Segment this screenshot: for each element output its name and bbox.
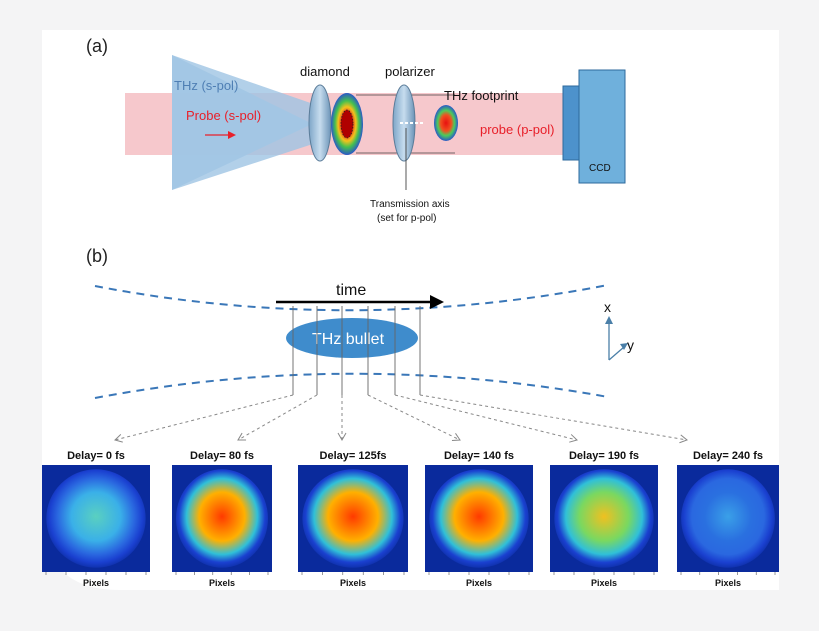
diamond-pattern-core (340, 109, 354, 139)
delay-arrow-head (114, 434, 123, 443)
frame-xlabel: Pixels (83, 578, 109, 588)
probe-arrow-head (228, 131, 236, 139)
axis-y-arrow (608, 346, 625, 361)
frame-1: Delay= 80 fs Pixels (172, 450, 272, 588)
delay-arrow-head (679, 434, 688, 444)
thz-spol-label: THz (s-pol) (174, 78, 238, 93)
probe-ppol-label: probe (p-pol) (480, 122, 554, 137)
delay-arrow (394, 394, 578, 441)
delay-arrow-head (569, 434, 578, 443)
frame-delay-label: Delay= 80 fs (190, 450, 254, 462)
frame-4: Delay= 190 fs Pixels (550, 450, 658, 588)
thz-bullet-label: THz bullet (312, 331, 385, 348)
panel-b-label: (b) (86, 246, 108, 266)
polarizer-label: polarizer (385, 64, 436, 79)
frame-delay-label: Delay= 125fs (320, 450, 387, 462)
frame-3: Delay= 140 fs Pixels (425, 450, 533, 588)
frame-delay-label: Delay= 240 fs (693, 450, 763, 462)
transmission-axis-label-2: (set for p-pol) (377, 213, 436, 224)
delay-arrow-head (451, 433, 461, 442)
frame-5: Delay= 240 fs Pixels (677, 450, 779, 588)
ccd-body (578, 69, 626, 184)
diamond-lens (308, 84, 332, 162)
frame-xlabel: Pixels (466, 578, 492, 588)
frame-spot (302, 469, 404, 568)
axis-x-label: x (604, 299, 611, 315)
delay-arrow-head (337, 432, 347, 442)
frame-0: Delay= 0 fs Pixels (42, 450, 150, 588)
frame-spot (46, 469, 146, 568)
ccd-label: CCD (589, 163, 611, 174)
sampling-lines (114, 306, 688, 444)
frame-xlabel: Pixels (591, 578, 617, 588)
beam-boundary-top (94, 284, 609, 312)
ccd-front (562, 85, 580, 161)
delay-arrow (114, 394, 294, 441)
frame-xlabel: Pixels (209, 578, 235, 588)
time-arrow-head (430, 295, 444, 309)
panel-b: (b) time THz bullet x y Delay= 0 fs Pixel… (42, 246, 779, 588)
time-label: time (336, 282, 366, 299)
beam-boundary-bottom (94, 372, 609, 399)
frame-spot (681, 469, 775, 568)
probe-spol-label: Probe (s-pol) (186, 108, 261, 123)
thz-beam-cone-mid (172, 55, 325, 190)
panel-a-label: (a) (86, 36, 108, 56)
frame-xlabel: Pixels (715, 578, 741, 588)
axis-x-arrow-head (605, 316, 613, 324)
axis-y-label: y (627, 337, 634, 353)
frame-delay-label: Delay= 190 fs (569, 450, 639, 462)
frame-spot (429, 469, 529, 568)
frame-delay-label: Delay= 0 fs (67, 450, 125, 462)
delay-arrow-head (237, 432, 247, 441)
frame-spot (176, 469, 268, 568)
diamond-label: diamond (300, 64, 350, 79)
frame-spot (554, 469, 654, 568)
thz-footprint-label: THz footprint (444, 88, 519, 103)
frame-delay-label: Delay= 140 fs (444, 450, 514, 462)
delay-arrow (367, 394, 461, 441)
frame-xlabel: Pixels (340, 578, 366, 588)
axis-y-arrow-head (620, 343, 628, 350)
thz-footprint-spot (434, 105, 458, 141)
thz-bullet (286, 318, 418, 358)
transmission-axis-label-1: Transmission axis (370, 199, 450, 210)
panel-a: (a) THz (s-pol) Probe (s-pol) diamond po… (86, 36, 626, 224)
